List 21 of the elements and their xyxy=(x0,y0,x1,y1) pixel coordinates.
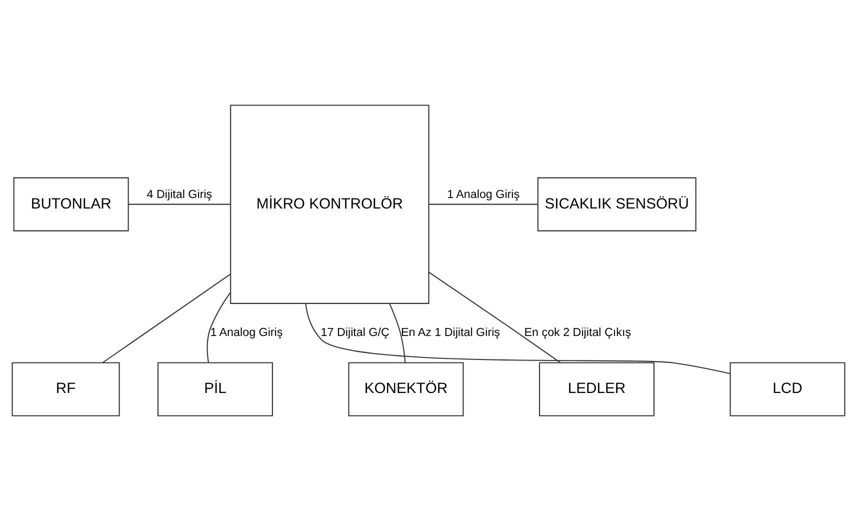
node-box: BUTONLAR xyxy=(13,176,129,231)
edge-label: 17 Dijital G/Ç xyxy=(320,326,390,339)
node-box: KONEKTÖR xyxy=(348,362,464,416)
node-box: LEDLER xyxy=(538,362,654,416)
node-box: LCD xyxy=(730,362,846,416)
connector xyxy=(428,271,561,363)
edge-label: 1 Analog Giriş xyxy=(447,187,520,200)
connector xyxy=(206,292,231,362)
connector xyxy=(428,203,538,204)
node-box: SICAKLIK SENSÖRÜ xyxy=(537,176,696,231)
edge-label: 4 Dijital Giriş xyxy=(146,187,212,200)
node-box: RF xyxy=(12,362,120,416)
connector xyxy=(102,273,231,363)
node-box: MİKRO KONTROLÖR xyxy=(230,104,430,304)
edge-label: En Az 1 Dijital Giriş xyxy=(401,326,500,339)
edge-label: 1 Analog Giriş xyxy=(210,326,283,339)
node-box: PİL xyxy=(157,362,273,416)
connector xyxy=(128,203,230,204)
connector xyxy=(305,302,730,374)
connector xyxy=(389,302,406,362)
edge-label: En çok 2 Dijital Çıkış xyxy=(524,326,632,339)
